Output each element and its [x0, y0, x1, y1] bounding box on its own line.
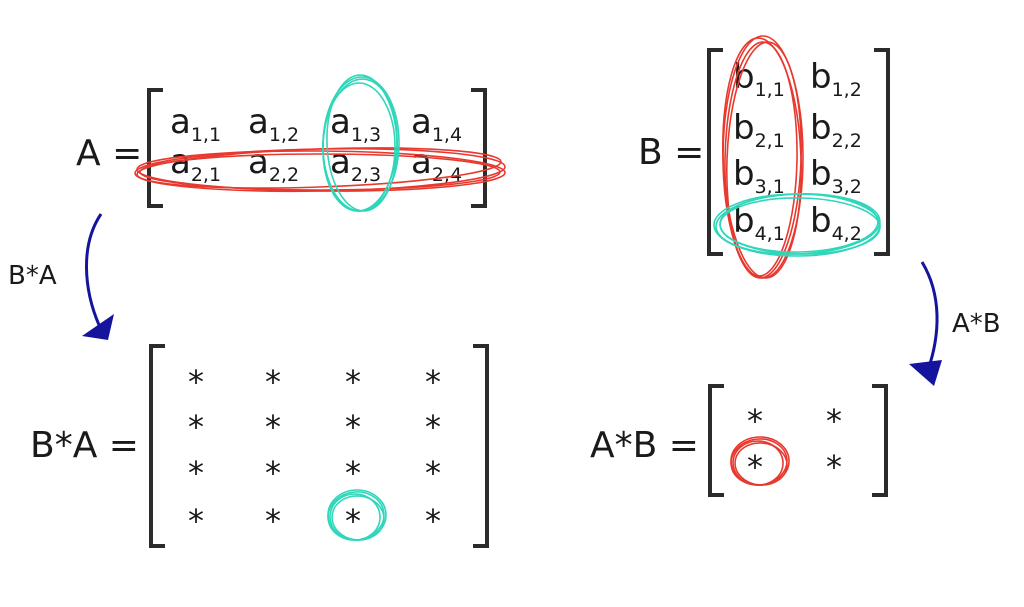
matrix-B-row-2: b2,1 b2,2 [733, 108, 862, 152]
arrow-A-times-B [909, 261, 942, 386]
matrix-A-right-bracket [471, 88, 487, 208]
red-circle-highlight-AB [730, 436, 790, 486]
matrix-BA-entry: * [345, 363, 361, 401]
matrix-B-entry: b4,1 [733, 201, 785, 245]
matrix-AB-entry: * [826, 402, 842, 440]
matrix-BA-entries: * * * * * * * * * * * * * * * * [188, 363, 441, 540]
matrix-A-row-2: a2,1 a2,2 a2,3 a2,4 [170, 142, 462, 186]
matrix-A-entry: a2,2 [248, 142, 299, 186]
matrix-BA-entry: * [265, 408, 281, 446]
matrix-BA-entry: * [265, 363, 281, 401]
matrix-B-row-1: b1,1 b1,2 [733, 57, 862, 101]
matrix-BA-entry: * [188, 408, 204, 446]
matrix-A-entry: a1,3 [330, 102, 381, 146]
matrix-A-left-bracket [147, 88, 163, 208]
label-A-times-B-arrow: A*B [952, 309, 1001, 339]
arrow-B-times-A [82, 213, 114, 340]
matrix-BA-entry: * [265, 454, 281, 492]
matrix-BA-entry: * [425, 408, 441, 446]
matrix-B-entry: b3,2 [810, 154, 862, 198]
matrix-BA-entry: * [345, 454, 361, 492]
matrix-B-left-bracket [707, 48, 723, 256]
label-A-times-B-equals: A*B = [590, 425, 699, 466]
matrix-AB-entry: * [826, 448, 842, 486]
matrix-BA-entry: * [345, 408, 361, 446]
matrix-AB-entry: * [747, 402, 763, 440]
matrix-BA-right-bracket [473, 344, 489, 548]
teal-circle-highlight-BA [327, 489, 387, 541]
teal-column-highlight-A [322, 74, 400, 212]
label-A-equals: A = [76, 133, 142, 174]
matrix-BA-entry: * [188, 454, 204, 492]
matrix-B-row-3: b3,1 b3,2 [733, 154, 862, 198]
teal-row-highlight-B [713, 193, 881, 257]
matrix-B-entry: b1,2 [810, 57, 862, 101]
matrix-BA-entry: * [265, 502, 281, 540]
matrix-BA-entry: * [345, 502, 361, 540]
matrix-B-right-bracket [874, 48, 890, 256]
label-B-times-A-arrow: B*A [8, 261, 57, 291]
matrix-A-entry: a2,1 [170, 142, 221, 186]
matrix-BA-entry: * [425, 363, 441, 401]
matrix-BA-entry: * [425, 454, 441, 492]
matrix-BA-entry: * [188, 363, 204, 401]
matrix-B-entry: b3,1 [733, 154, 785, 198]
matrix-AB-entry: * [747, 448, 763, 486]
matrix-BA-entry: * [188, 502, 204, 540]
matrix-A-row-1: a1,1 a1,2 a1,3 a1,4 [170, 102, 462, 146]
matrix-A-entry: a2,3 [330, 142, 381, 186]
matrix-AB-right-bracket [872, 384, 888, 497]
red-column-highlight-B [721, 35, 804, 279]
label-B-times-A-equals: B*A = [30, 425, 139, 466]
matrix-A-entry: a1,2 [248, 102, 299, 146]
label-B-equals: B = [638, 132, 704, 173]
matrix-BA-entry: * [425, 502, 441, 540]
matrix-BA-left-bracket [149, 344, 165, 548]
red-row-highlight-A [134, 147, 506, 193]
matrix-B-row-4: b4,1 b4,2 [733, 201, 862, 245]
matrix-B-entry: b1,1 [733, 57, 785, 101]
matrix-AB-entries: * * * * [747, 402, 842, 486]
matrix-A-entry: a1,1 [170, 102, 221, 146]
matrix-B-entry: b2,1 [733, 108, 785, 152]
matrix-B-entry: b4,2 [810, 201, 862, 245]
matrix-AB-left-bracket [708, 384, 724, 497]
matrix-A-entry: a1,4 [411, 102, 462, 146]
matrix-A-entry: a2,4 [411, 142, 462, 186]
matrix-B-entry: b2,2 [810, 108, 862, 152]
